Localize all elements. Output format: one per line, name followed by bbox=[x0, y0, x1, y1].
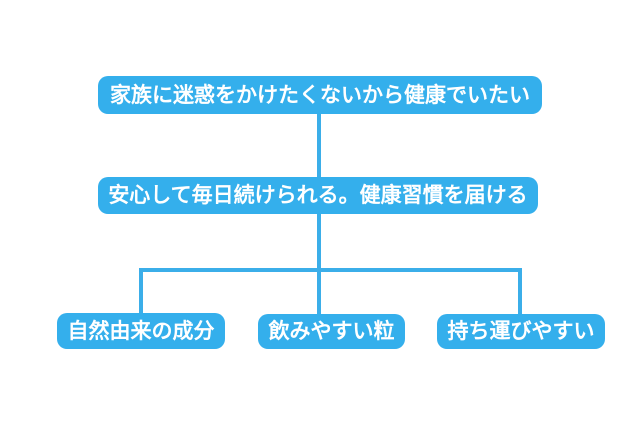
node-feature-natural-ingredients: 自然由来の成分 bbox=[57, 313, 225, 349]
node-feature-easy-to-swallow-label: 飲みやすい粒 bbox=[268, 319, 395, 343]
node-customer-insight-label: 家族に迷惑をかけたくないから健康でいたい bbox=[110, 82, 530, 107]
node-customer-insight: 家族に迷惑をかけたくないから健康でいたい bbox=[98, 76, 542, 114]
node-feature-easy-to-swallow: 飲みやすい粒 bbox=[258, 314, 405, 349]
connector-drop-left bbox=[139, 268, 143, 315]
connector-root-to-concept bbox=[317, 110, 321, 180]
node-feature-portable: 持ち運びやすい bbox=[437, 314, 605, 349]
connector-drop-right bbox=[518, 268, 522, 316]
connector-branch-horizontal bbox=[139, 268, 522, 272]
node-brand-concept-label: 安心して毎日続けられる。健康習慣を届ける bbox=[108, 183, 528, 207]
connector-concept-to-branch bbox=[317, 211, 321, 316]
node-feature-portable-label: 持ち運びやすい bbox=[447, 319, 595, 343]
node-brand-concept: 安心して毎日続けられる。健康習慣を届ける bbox=[98, 177, 538, 214]
node-feature-natural-ingredients-label: 自然由来の成分 bbox=[67, 318, 215, 343]
